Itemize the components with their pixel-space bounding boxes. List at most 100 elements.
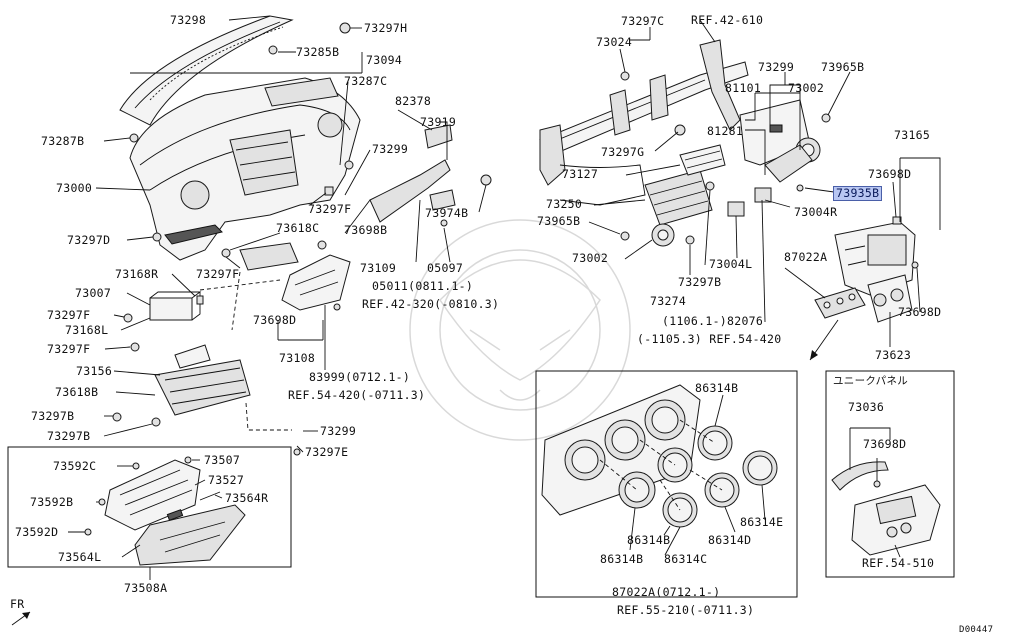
knob-86314e <box>742 450 778 486</box>
tray-73618c <box>239 242 299 271</box>
label-73297f-c: 73297F <box>308 202 352 216</box>
label-73508a: 73508A <box>124 581 168 595</box>
label-73623: 73623 <box>875 348 912 362</box>
label-73592d: 73592D <box>15 525 59 539</box>
heater-control-assembly <box>541 384 778 556</box>
unique-panel-assembly <box>831 427 941 558</box>
knob-86314b-top <box>697 425 733 461</box>
instrument-panel-assembly <box>95 15 492 456</box>
label-73108: 73108 <box>279 351 316 365</box>
label-73935b-highlighted[interactable]: 73935B <box>833 186 883 201</box>
label-ref-42-320: REF.42-320(-0810.3) <box>362 297 500 311</box>
label-73527: 73527 <box>208 473 245 487</box>
label-73564r: 73564R <box>225 491 269 505</box>
label-73287b: 73287B <box>41 134 85 148</box>
label-73698b: 73698B <box>344 223 388 237</box>
front-arrow <box>11 611 31 626</box>
label-86314d: 86314D <box>708 533 752 547</box>
label-86314b-a: 86314B <box>695 381 739 395</box>
defroster-strip <box>119 15 294 126</box>
lower-cover-73108 <box>281 254 351 311</box>
label-82076: (1106.1-)82076 <box>662 314 764 328</box>
label-05011: 05011(0811.1-) <box>372 279 474 293</box>
label-ref-42-610: REF.42-610 <box>691 13 764 27</box>
label-unique-panel: ユニークパネル <box>833 375 909 387</box>
vent-73004r <box>754 187 772 203</box>
glovebox-lid <box>134 504 246 566</box>
glovebox-detail-box <box>7 446 292 568</box>
label-73285b: 73285B <box>296 45 340 59</box>
label-73109: 73109 <box>360 261 397 275</box>
label-73698d-c: 73698D <box>898 305 942 319</box>
knob-86314b-left <box>618 471 656 509</box>
label-86314c: 86314C <box>664 552 708 566</box>
label-73094: 73094 <box>366 53 403 67</box>
switch-82378 <box>424 124 453 149</box>
label-73297f-d: 73297F <box>196 267 240 281</box>
label-73168r: 73168R <box>115 267 159 281</box>
label-86314b-b: 86314B <box>627 533 671 547</box>
label-73165: 73165 <box>894 128 931 142</box>
label-73297f-b: 73297F <box>47 342 91 356</box>
label-73592b: 73592B <box>30 495 74 509</box>
label-81101: 81101 <box>725 81 762 95</box>
label-73156: 73156 <box>76 364 113 378</box>
bezel-73250 <box>644 169 713 226</box>
label-diagram-code: D00447 <box>959 625 994 635</box>
label-73297g: 73297G <box>601 145 645 159</box>
label-73618c: 73618C <box>276 221 320 235</box>
label-73000: 73000 <box>56 181 93 195</box>
label-73004r: 73004R <box>794 205 838 219</box>
label-73698d-d: 73698D <box>863 437 907 451</box>
right-vent-ring <box>317 112 343 138</box>
label-73297e: 73297E <box>305 445 349 459</box>
label-87022a-a: 87022A <box>784 250 828 264</box>
label-73002-a: 73002 <box>788 81 825 95</box>
label-05097: 05097 <box>427 261 464 275</box>
label-83999: 83999(0712.1-) <box>309 370 411 384</box>
label-73297b-b: 73297B <box>47 429 91 443</box>
label-73287c: 73287C <box>344 74 388 88</box>
label-73297d: 73297D <box>67 233 111 247</box>
label-73297b-c: 73297B <box>678 275 722 289</box>
cross-car-beam <box>539 39 749 206</box>
label-73965b-b: 73965B <box>537 214 581 228</box>
label-73168l: 73168L <box>65 323 109 337</box>
label-73024: 73024 <box>596 35 633 49</box>
label-73002-b: 73002 <box>572 251 609 265</box>
label-73299-c: 73299 <box>758 60 795 74</box>
label-73299-b: 73299 <box>320 424 357 438</box>
label-73507: 73507 <box>204 453 241 467</box>
label-73297b-a: 73297B <box>31 409 75 423</box>
trim-strip-73036 <box>831 461 889 491</box>
label-81281: 81281 <box>707 124 744 138</box>
label-73618b: 73618B <box>55 385 99 399</box>
label-73919: 73919 <box>420 115 457 129</box>
label-73250: 73250 <box>546 197 583 211</box>
label-73004l: 73004L <box>709 257 753 271</box>
panel-display-opening <box>867 234 907 266</box>
label-86314e: 86314E <box>740 515 784 529</box>
label-73127: 73127 <box>562 167 599 181</box>
unique-panel-detail-box <box>825 370 955 578</box>
label-73297f-a: 73297F <box>47 308 91 322</box>
vent-73004l <box>727 201 745 217</box>
label-73297h: 73297H <box>364 21 408 35</box>
label-73007: 73007 <box>75 286 112 300</box>
label-73564l: 73564L <box>58 550 102 564</box>
label-ref-54-510: REF.54-510 <box>862 556 935 570</box>
watermark-emblem <box>409 219 631 441</box>
label-73297c: 73297C <box>621 14 665 28</box>
label-73965b-a: 73965B <box>821 60 865 74</box>
panel-73623 <box>867 274 913 323</box>
left-vent-ring <box>180 180 210 210</box>
label-73274: 73274 <box>650 294 687 308</box>
label-73592c: 73592C <box>53 459 97 473</box>
heater-control-detail-box <box>535 370 798 598</box>
label-ref-54-420-b: (-1105.3) REF.54-420 <box>637 332 782 346</box>
label-ref-55-210: REF.55-210(-0711.3) <box>617 603 755 617</box>
label-73299-a: 73299 <box>372 142 409 156</box>
module-73007 <box>149 297 193 321</box>
